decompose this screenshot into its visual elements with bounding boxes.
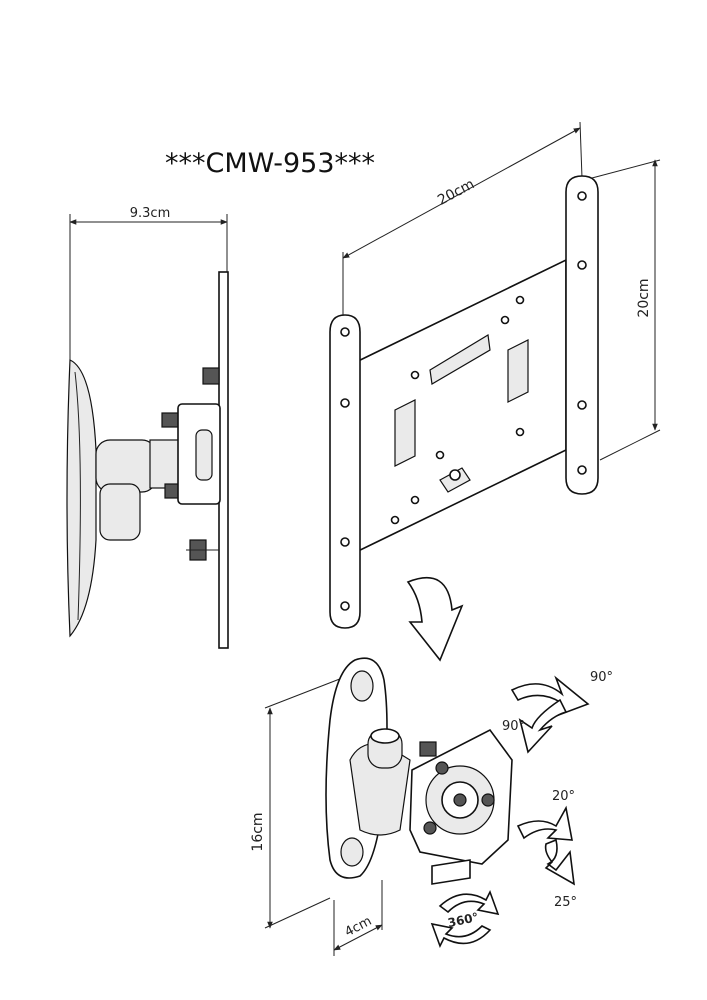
- side-wall-edge: [74, 371, 81, 621]
- arm-depth-dimension-line: [333, 924, 383, 951]
- rotation-arrow-bottom-icon: [430, 922, 492, 949]
- plate-hole: [410, 370, 420, 380]
- plate-width-dimension-line: [342, 127, 581, 259]
- swivel-right-arrow-icon: [510, 675, 590, 718]
- bar-left-hole: [340, 398, 350, 408]
- plate-hole: [390, 515, 400, 525]
- plate-center: [349, 258, 567, 557]
- side-view: 9.3cm: [66, 206, 229, 649]
- plate-bar-left: [329, 314, 361, 629]
- plate-hole: [500, 315, 510, 325]
- side-arm-lower: [99, 483, 141, 541]
- arm-joint-cap: [370, 728, 400, 744]
- plate-hole: [515, 427, 525, 437]
- plate-hole: [410, 495, 420, 505]
- bar-left-hole: [340, 601, 350, 611]
- arm-head-screw: [435, 761, 449, 775]
- plate-hole: [435, 450, 445, 460]
- plate-window-right: [507, 339, 529, 403]
- arm-wall-hole-bottom: [340, 837, 364, 867]
- rotation-arrow-top-icon: [438, 889, 500, 916]
- bar-right-hole: [577, 191, 587, 201]
- tv-plate-view: 20cm 20cm: [329, 121, 661, 629]
- depth-label: 9.3cm: [130, 206, 171, 221]
- arm-depth-label: 4cm: [342, 914, 374, 940]
- motion-indicators: 90° 90° 20° 25° 360°: [430, 670, 613, 949]
- swivel-right-angle-label: 90°: [590, 670, 613, 685]
- tilt-down-arrow-icon: [544, 838, 575, 886]
- arm-head-screw: [481, 793, 495, 807]
- bar-right-hole: [577, 260, 587, 270]
- plate-width-extension-right: [579, 121, 583, 179]
- plate-bar-right: [565, 175, 599, 495]
- bar-left-hole: [340, 327, 350, 337]
- arm-wall-hole-top: [350, 670, 374, 702]
- side-wall-plate: [66, 359, 97, 638]
- product-title: ***CMW-953***: [165, 148, 375, 179]
- plate-height-extension-top: [591, 159, 661, 179]
- side-bracket-slot: [195, 429, 213, 481]
- arm-height-label: 16cm: [250, 812, 266, 851]
- tilt-up-angle-label: 20°: [552, 789, 575, 804]
- swivel-left-angle-label: 90°: [502, 719, 525, 734]
- bar-right-hole: [577, 400, 587, 410]
- plate-height-label: 20cm: [636, 278, 652, 317]
- side-joint: [149, 439, 181, 489]
- assembly-arrow-icon: [406, 577, 464, 662]
- plate-height-extension-bottom: [599, 429, 661, 461]
- tilt-up-arrow-icon: [516, 805, 573, 841]
- arm-height-extension-top: [264, 674, 351, 709]
- rotation-angle-label: 360°: [447, 910, 480, 930]
- bar-left-hole: [340, 537, 350, 547]
- plate-handle-slot: [429, 334, 491, 385]
- wall-arm-view: 16cm 4cm: [250, 657, 513, 956]
- arm-head-screw: [423, 821, 437, 835]
- plate-window-left: [394, 399, 416, 467]
- tilt-down-angle-label: 25°: [554, 895, 577, 910]
- plate-width-label: 20cm: [435, 176, 477, 209]
- plate-hole: [515, 295, 525, 305]
- arm-height-extension-bottom: [264, 897, 331, 929]
- arm-bolt: [419, 741, 437, 757]
- arm-head-lock: [431, 859, 471, 885]
- swivel-left-arrow-icon: [518, 698, 568, 754]
- side-screw-top: [202, 367, 220, 385]
- plate-lock-screw: [449, 469, 461, 481]
- bar-right-hole: [577, 465, 587, 475]
- arm-head-pivot: [453, 793, 467, 807]
